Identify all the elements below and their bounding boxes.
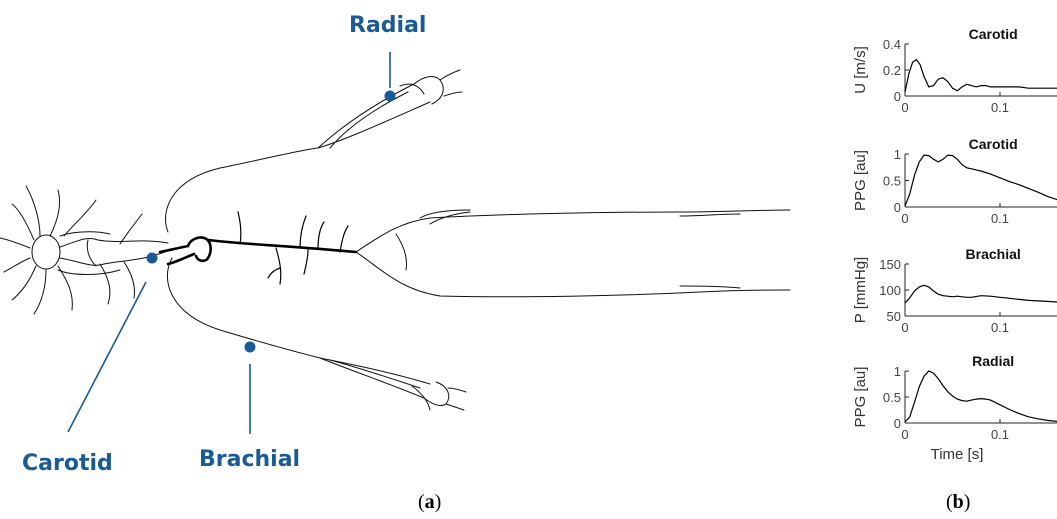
trunk-branch: [318, 222, 324, 249]
y-tick-label: 0.4: [883, 37, 901, 52]
descending-aorta: [208, 240, 356, 252]
radial-ppg-series-line: [905, 371, 1057, 422]
trunk-branch: [304, 250, 308, 274]
carotid-ppg-series-line: [905, 155, 1057, 206]
carotid-velocity-title: Carotid: [969, 26, 1018, 42]
leg-outline: [356, 210, 790, 252]
cerebral-branch: [100, 264, 110, 304]
x-tick-label: 0: [901, 100, 908, 115]
trunk-branch: [340, 226, 348, 252]
head-outline: [32, 235, 60, 269]
brachial-pressure-y-axis-label: P [mmHg]: [852, 257, 869, 323]
trunk-branch: [300, 216, 306, 248]
leg-branch: [396, 234, 407, 270]
trunk-branch: [238, 212, 241, 244]
panel-b-caption: (b): [946, 491, 970, 513]
x-tick-label: 0.1: [991, 211, 1009, 226]
y-tick-label: 150: [879, 257, 901, 272]
carotid-velocity-series-line: [905, 60, 1057, 93]
left-brachial-line: [330, 360, 420, 388]
y-tick-label: 100: [879, 283, 901, 298]
left-forearm: [412, 386, 430, 410]
right-forearm: [414, 77, 443, 104]
brachial-pressure-title: Brachial: [966, 246, 1021, 262]
trunk-branch: [268, 268, 280, 278]
trunk-branch: [276, 248, 281, 284]
cerebral-branch: [50, 190, 60, 236]
brachial-label: Brachial: [199, 447, 300, 472]
y-tick-label: 0: [894, 89, 901, 104]
brachial-pressure-series-line: [905, 285, 1057, 303]
y-tick-label: 0: [894, 416, 901, 431]
leg-outline: [356, 252, 790, 297]
x-tick-label: 0.1: [991, 100, 1009, 115]
x-tick-label: 0.1: [991, 427, 1009, 442]
cerebral-branch: [124, 262, 135, 298]
left-hand: [446, 404, 464, 410]
brachial-marker: [245, 342, 256, 353]
arterial-tree-illustration: [0, 70, 790, 410]
cerebral-branch: [12, 266, 36, 300]
radial-ppg-y-axis-label: PPG [au]: [852, 367, 869, 428]
leg-outline: [680, 286, 740, 288]
right-arm-outline: [318, 102, 430, 148]
x-tick-label: 0: [901, 320, 908, 335]
cerebral-branch: [0, 238, 30, 248]
right-hand: [444, 92, 462, 96]
carotid-leader-line: [68, 282, 146, 432]
y-tick-label: 1: [894, 147, 901, 162]
face-vessel: [87, 240, 96, 266]
x-axis-label: Time [s]: [931, 446, 984, 463]
aorta-group: [160, 237, 356, 264]
y-tick-label: 0: [894, 200, 901, 215]
x-tick-label: 0: [901, 211, 908, 226]
y-tick-label: 0.5: [883, 390, 901, 405]
y-tick-label: 1: [894, 364, 901, 379]
y-tick-label: 0.2: [883, 63, 901, 78]
radial-ppg-title: Radial: [972, 353, 1014, 369]
cerebral-branch: [120, 214, 142, 244]
cerebral-branch: [64, 200, 96, 236]
panel-a-caption: (a): [418, 491, 441, 513]
cerebral-branch: [34, 270, 46, 314]
face-vessel: [58, 270, 120, 275]
carotid-velocity-y-axis-label: U [m/s]: [852, 46, 869, 94]
carotid-ppg-title: Carotid: [969, 136, 1018, 152]
y-tick-label: 0.5: [883, 174, 901, 189]
carotid-ppg-y-axis-label: PPG [au]: [852, 150, 869, 211]
cerebral-branch: [26, 186, 40, 236]
left-forearm: [424, 382, 449, 406]
leg-outline: [680, 214, 740, 216]
cerebral-branch: [12, 204, 34, 240]
right-hand: [440, 70, 460, 80]
carotid-marker: [147, 253, 158, 264]
x-tick-label: 0.1: [991, 320, 1009, 335]
radial-marker: [385, 91, 396, 102]
cerebral-branch: [4, 258, 30, 272]
carotid-artery: [160, 246, 188, 252]
left-hand: [448, 388, 466, 392]
brachial-pressure-subplot: 50 100 150 0 0.1 Brachial P [mmHg]: [852, 246, 1057, 335]
radial-label: Radial: [349, 13, 426, 38]
carotid-label: Carotid: [22, 451, 113, 476]
x-tick-label: 0: [901, 427, 908, 442]
right-arm-outline: [166, 84, 414, 232]
carotid-velocity-subplot: 0 0.2 0.4 0 0.1 Carotid U [m/s]: [852, 26, 1057, 115]
neck-vessel: [60, 238, 168, 247]
y-tick-label: 50: [887, 309, 901, 324]
